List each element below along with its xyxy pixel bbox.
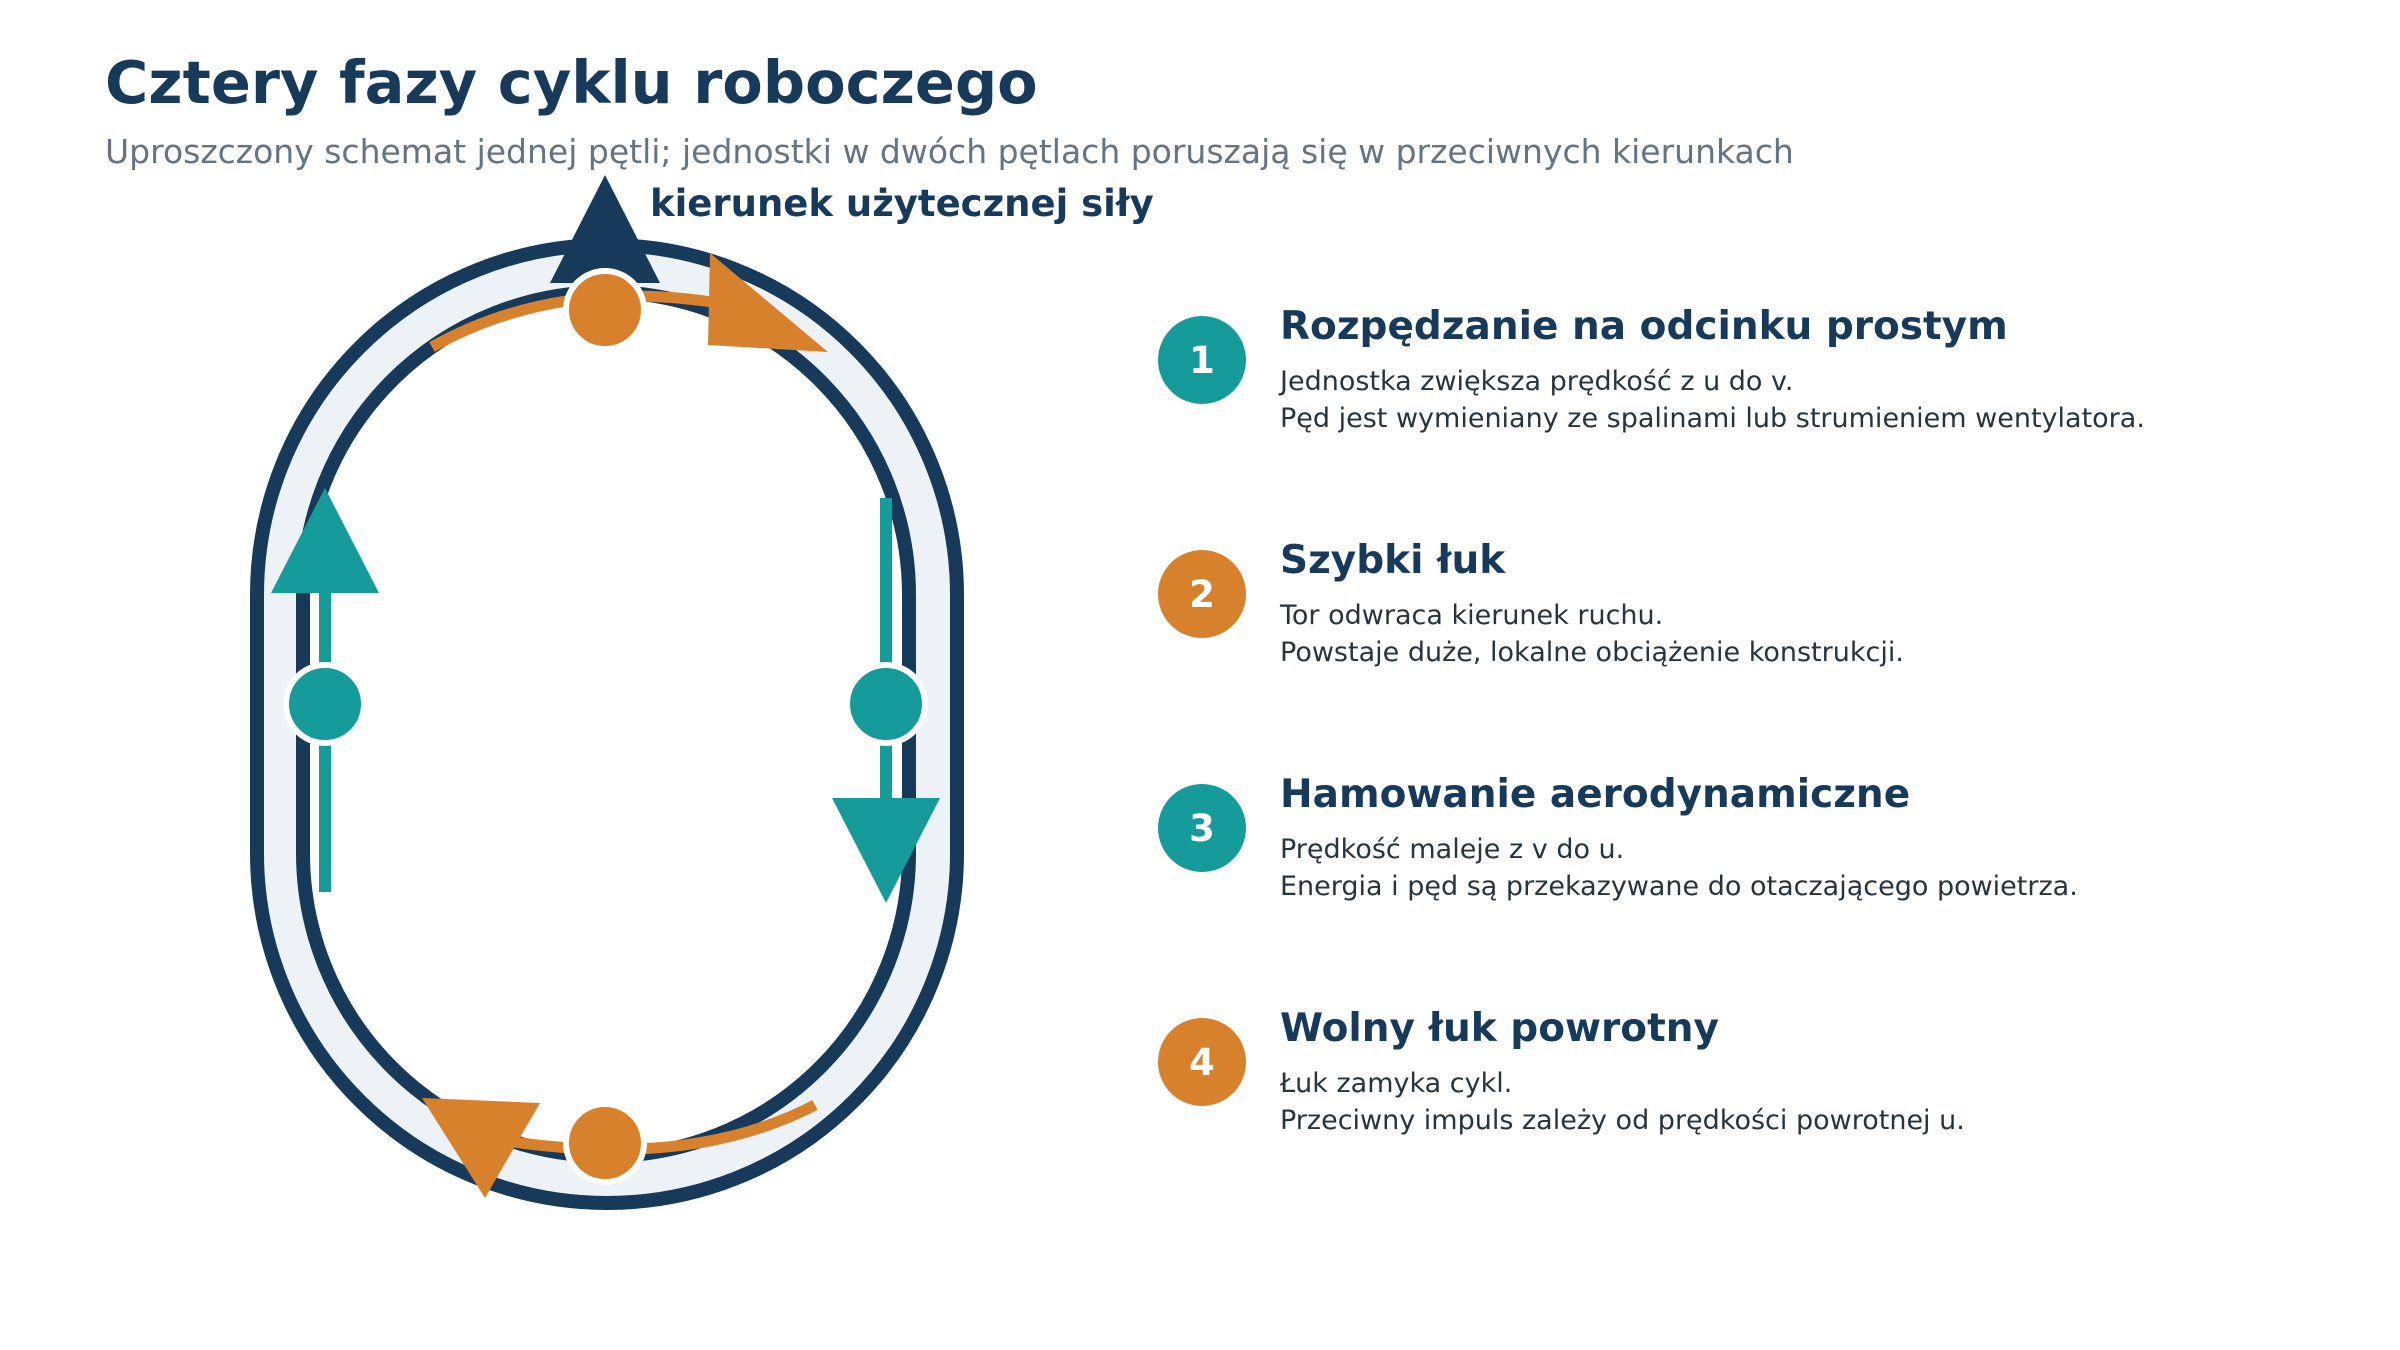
top-arc-arrowhead	[708, 253, 828, 352]
bottom-arc-arrowhead	[422, 1098, 540, 1198]
phase-description-line: Powstaje duże, lokalne obciążenie konstr…	[1280, 637, 1904, 668]
track-inner	[296, 285, 916, 1163]
loop-diagram	[250, 175, 964, 1210]
right-straight-arrowhead	[832, 798, 940, 903]
phase-description-line: Łuk zamyka cykl.	[1280, 1068, 1513, 1099]
useful-force-arrow	[550, 175, 660, 283]
phase-description-line: Przeciwny impuls zależy od prędkości pow…	[1280, 1105, 1965, 1136]
phase-title: Wolny łuk powrotny	[1280, 1006, 1719, 1051]
phase-title: Rozpędzanie na odcinku prostym	[1280, 304, 2008, 349]
phase-description-line: Prędkość maleje z v do u.	[1280, 834, 1625, 865]
phase-description-line: Tor odwraca kierunek ruchu.	[1280, 600, 1664, 631]
phase-description-line: Jednostka zwiększa prędkość z u do v.	[1280, 366, 1794, 397]
phase-number-badge: 2	[1158, 550, 1246, 638]
phase-number-badge: 4	[1158, 1018, 1246, 1106]
bottom-arc-arrow-line	[499, 1100, 818, 1155]
phase-number-badge: 1	[1158, 316, 1246, 404]
unit-marker-left	[283, 662, 367, 746]
phase-number-badge: 3	[1158, 784, 1246, 872]
page-title: Cztery fazy cyklu roboczego	[105, 48, 1038, 117]
useful-force-label: kierunek użytecznej siły	[650, 182, 1154, 225]
phase-description-line: Energia i pęd są przekazywane do otaczaj…	[1280, 871, 2078, 902]
page-subtitle: Uproszczony schemat jednej pętli; jednos…	[105, 132, 1794, 171]
left-straight-arrowhead	[271, 488, 379, 593]
unit-marker-right	[844, 662, 928, 746]
phase-title: Hamowanie aerodynamiczne	[1280, 772, 1911, 817]
phase-description-line: Pęd jest wymieniany ze spalinami lub str…	[1280, 403, 2145, 434]
phase-title: Szybki łuk	[1280, 538, 1506, 583]
unit-marker-top	[563, 268, 647, 352]
unit-marker-bottom	[563, 1101, 647, 1185]
